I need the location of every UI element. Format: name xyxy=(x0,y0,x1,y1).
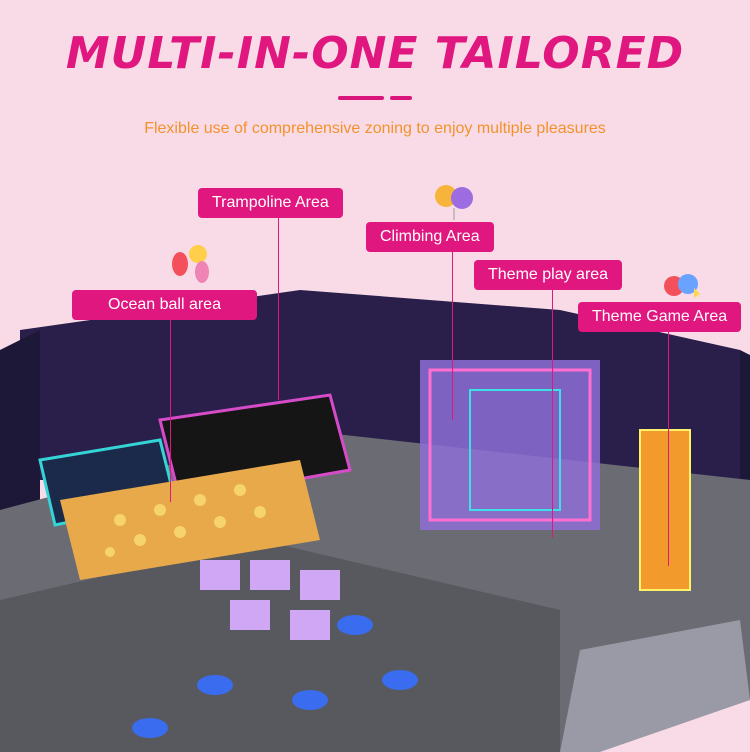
leader-ocean-ball xyxy=(170,318,171,502)
balloon-dog-icon xyxy=(172,245,209,283)
callout-theme-game-area: Theme Game Area xyxy=(578,302,742,332)
title-underline-long xyxy=(338,96,384,100)
bumper-cars xyxy=(132,615,418,738)
bumper-car-floor xyxy=(0,540,560,752)
page-subtitle: Flexible use of comprehensive zoning to … xyxy=(144,120,606,137)
leader-theme-play xyxy=(552,288,553,538)
balls xyxy=(105,484,266,557)
leader-theme-game xyxy=(668,331,669,566)
climbing-structure xyxy=(420,360,600,530)
page-title: MULTI-IN-ONE TAILORED xyxy=(65,28,685,79)
balloons-icon-2 xyxy=(664,274,700,298)
ocean-ball-pit xyxy=(60,460,320,580)
balloons-icon xyxy=(435,185,473,220)
callout-trampoline-area: Trampoline Area xyxy=(198,188,343,218)
leader-climbing xyxy=(452,250,453,420)
title-underline-short xyxy=(390,96,412,100)
leader-trampoline xyxy=(278,216,279,400)
playground-illustration xyxy=(0,290,750,752)
callout-climbing-area: Climbing Area xyxy=(366,222,494,252)
callout-theme-play-area: Theme play area xyxy=(474,260,623,290)
callout-ocean-ball-area: Ocean ball area xyxy=(72,290,257,320)
entrance-stairs xyxy=(560,620,750,752)
theme-play-tower xyxy=(639,429,691,591)
foam-blocks xyxy=(200,560,340,640)
